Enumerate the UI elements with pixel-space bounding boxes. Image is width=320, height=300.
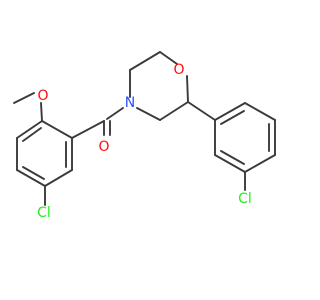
bond <box>244 102 276 121</box>
phenyl-chlorine-label: Cl <box>238 191 252 207</box>
bond <box>159 51 178 65</box>
bond <box>136 107 161 121</box>
ring-oxygen-label: O <box>173 62 184 78</box>
methoxy-oxygen-label: O <box>37 88 48 104</box>
bond <box>129 51 161 71</box>
methoxy-group <box>13 92 43 122</box>
bond <box>41 120 73 139</box>
bond <box>186 75 189 103</box>
bond <box>13 92 35 104</box>
bond <box>106 107 124 120</box>
ring-nitrogen-label: N <box>125 95 135 111</box>
bond <box>16 169 46 187</box>
carbonyl-group <box>71 107 124 139</box>
benzoyl-ring <box>16 120 73 206</box>
bond <box>44 169 73 187</box>
bond <box>71 120 105 139</box>
bond <box>40 102 43 122</box>
bond <box>16 120 43 139</box>
bond <box>214 102 246 121</box>
bond <box>22 166 45 180</box>
molecule-structure: O N O O Cl Cl <box>13 51 276 221</box>
morpholine-ring <box>129 51 189 121</box>
bond <box>187 101 216 121</box>
chlorophenyl-group <box>187 101 276 191</box>
carbonyl-oxygen-label: O <box>98 139 109 155</box>
bond <box>22 127 42 142</box>
bond <box>214 154 246 173</box>
benzoyl-chlorine-label: Cl <box>37 205 51 221</box>
bond <box>159 101 189 121</box>
structure-canvas: O N O O Cl Cl <box>13 51 276 221</box>
bond <box>220 150 245 165</box>
bond <box>220 110 245 125</box>
bond <box>244 154 276 173</box>
